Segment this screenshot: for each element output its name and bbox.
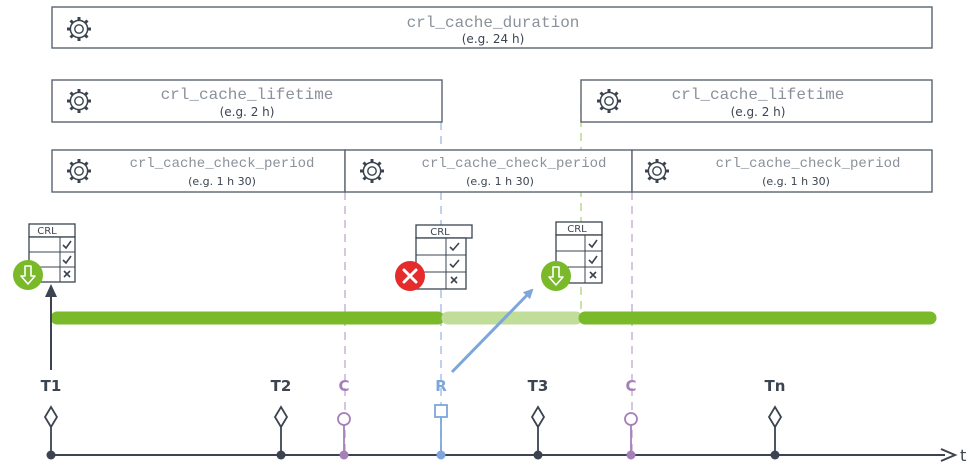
diamond-icon (43, 405, 59, 429)
check-point-icon (624, 412, 638, 426)
cross-icon (589, 271, 597, 279)
diamond-icon (530, 405, 546, 429)
gear-icon (358, 157, 386, 185)
duration-title: crl_cache_duration (407, 14, 580, 32)
crl-document-1: CRL (13, 223, 76, 290)
marker-tn: Tn (765, 377, 786, 460)
lifetime-1-title: crl_cache_lifetime (161, 86, 334, 104)
check-icon (449, 242, 460, 252)
check-1-title: crl_cache_check_period (130, 156, 315, 172)
lifetime-1-example: (e.g. 2 h) (220, 105, 275, 119)
check-period-box-1: crl_cache_check_period (e.g. 1 h 30) (51, 149, 346, 193)
cross-icon (63, 270, 71, 278)
request-arrow (450, 288, 534, 374)
diamond-icon (767, 405, 783, 429)
check-icon (588, 239, 598, 249)
gear-icon (65, 157, 93, 185)
gear-icon (65, 87, 93, 115)
check-3-example: (e.g. 1 h 30) (762, 175, 830, 188)
check-period-box-3: crl_cache_check_period (e.g. 1 h 30) (631, 149, 933, 193)
marker-label: T3 (528, 377, 549, 395)
check-point-icon (337, 412, 351, 426)
check-icon (62, 255, 72, 265)
lifetime-box-2: crl_cache_lifetime (e.g. 2 h) (580, 79, 933, 123)
request-point-icon (434, 404, 448, 418)
marker-t1: T1 (41, 377, 62, 460)
lifetime-2-example: (e.g. 2 h) (731, 105, 786, 119)
crl-label: CRL (567, 224, 587, 235)
crl-label: CRL (430, 227, 450, 238)
crl-label: CRL (37, 226, 57, 237)
diamond-icon (273, 405, 289, 429)
marker-label: Tn (765, 377, 786, 395)
time-axis-arrowhead (940, 448, 958, 462)
check-period-box-2: crl_cache_check_period (e.g. 1 h 30) (344, 149, 633, 193)
duration-example: (e.g. 24 h) (462, 32, 525, 46)
marker-label: C (338, 377, 349, 395)
gear-icon (65, 15, 93, 43)
duration-box: crl_cache_duration (e.g. 24 h) (51, 6, 933, 49)
time-axis-label: t (960, 446, 966, 465)
marker-label: T2 (271, 377, 292, 395)
marker-check-2: C (624, 377, 638, 460)
marker-label: C (625, 377, 636, 395)
check-icon (62, 240, 72, 250)
cross-icon (450, 276, 458, 284)
check-2-title: crl_cache_check_period (422, 156, 607, 172)
check-icon (449, 259, 460, 269)
marker-check-1: C (337, 377, 351, 460)
download-icon (541, 261, 571, 291)
gear-icon (595, 87, 623, 115)
t1-up-arrowhead (45, 284, 57, 297)
marker-label: T1 (41, 377, 62, 395)
lifetime-2-title: crl_cache_lifetime (672, 86, 845, 104)
timeline: t T1 T2 C R T3 (41, 377, 966, 465)
check-3-title: crl_cache_check_period (716, 156, 901, 172)
gear-icon (643, 157, 671, 185)
error-icon (395, 261, 425, 291)
marker-label: R (435, 377, 447, 395)
check-1-example: (e.g. 1 h 30) (188, 175, 256, 188)
crl-document-2: CRL (395, 224, 473, 291)
marker-request: R (434, 377, 448, 460)
marker-t3: T3 (528, 377, 549, 460)
download-icon (13, 260, 43, 290)
check-2-example: (e.g. 1 h 30) (466, 175, 534, 188)
crl-document-3: CRL (541, 221, 603, 291)
marker-t2: T2 (271, 377, 292, 460)
check-icon (588, 255, 598, 265)
lifetime-box-1: crl_cache_lifetime (e.g. 2 h) (51, 79, 443, 123)
